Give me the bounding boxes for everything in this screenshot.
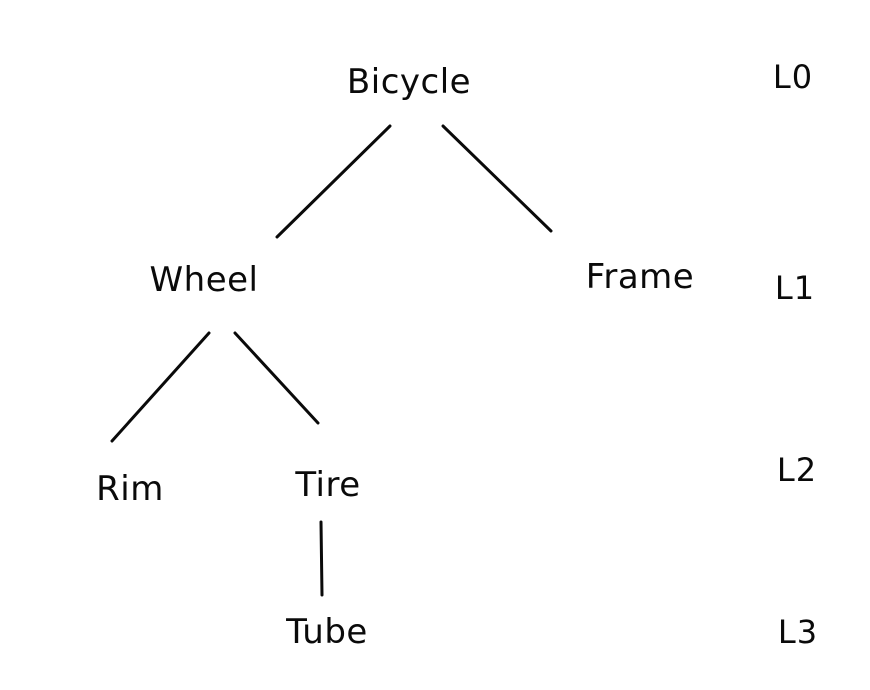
level-label-l3: L3 <box>777 613 819 651</box>
level-label-l2: L2 <box>776 451 818 489</box>
node-frame[interactable]: Frame <box>585 257 695 297</box>
level-label-l1: L1 <box>774 269 816 307</box>
edge-bicycle-frame <box>441 124 553 233</box>
level-label-l0: L0 <box>772 58 814 96</box>
edge-wheel-rim <box>110 331 211 443</box>
node-rim[interactable]: Rim <box>96 469 164 509</box>
node-wheel[interactable]: Wheel <box>149 260 259 300</box>
node-bicycle[interactable]: Bicycle <box>346 62 472 102</box>
node-tire[interactable]: Tire <box>295 465 361 505</box>
edge-bicycle-wheel <box>275 124 392 239</box>
edge-tire-tube <box>319 520 324 597</box>
node-tube[interactable]: Tube <box>286 612 368 652</box>
edge-wheel-tire <box>233 331 320 425</box>
